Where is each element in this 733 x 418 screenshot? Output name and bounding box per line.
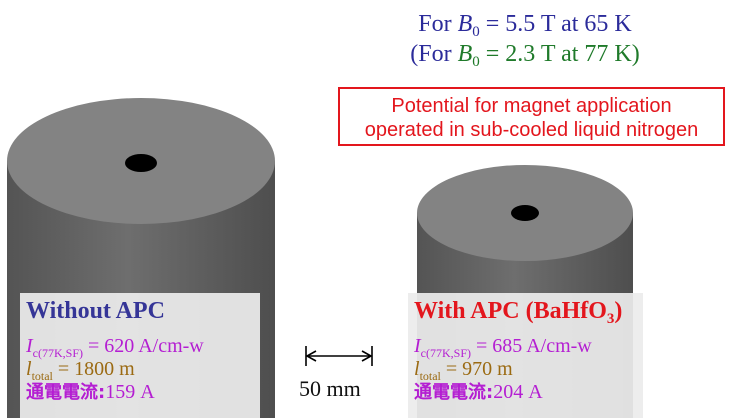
length-value: = 1800 m [52, 358, 135, 380]
without-apc-panel: Without APC Ic(77K,SF) = 620 A/cm-w ltot… [20, 293, 260, 418]
ic-symbol: I [414, 335, 421, 357]
condition-symbol: B [457, 11, 473, 37]
operating-current-line: 通電電流:204 A [414, 381, 543, 404]
length-subscript: total [419, 369, 441, 383]
critical-current-line: Ic(77K,SF) = 685 A/cm-w [414, 335, 592, 360]
operating-current-line: 通電電流:159 A [26, 381, 155, 404]
scale-bar-label: 50 mm [299, 376, 361, 401]
length-subscript: total [31, 369, 53, 383]
ic-value: = 620 A/cm-w [83, 335, 204, 357]
title-subscript: 3 [606, 311, 615, 327]
total-length-line: ltotal = 1800 m [26, 358, 135, 383]
current-value: 159 A [105, 381, 155, 403]
condition-value: = 5.5 T at 65 K [479, 11, 632, 37]
small-coil-bore [511, 205, 539, 221]
condition-prefix: For [418, 11, 458, 37]
length-value: = 970 m [440, 358, 513, 380]
panel-title: Without APC [26, 298, 165, 324]
condition-value: = 2.3 T at 77 K) [479, 41, 640, 67]
title-text: With APC (BaHfO [414, 298, 607, 324]
current-label: 通電電流: [26, 382, 106, 403]
title-suffix: ) [614, 298, 623, 324]
ic-value: = 685 A/cm-w [471, 335, 592, 357]
current-label: 通電電流: [414, 382, 494, 403]
condition-subscript: 0 [472, 54, 480, 70]
field-condition-secondary: (For B0 = 2.3 T at 77 K) [360, 40, 690, 70]
length-symbol: l [414, 358, 420, 380]
ic-subscript: c(77K,SF) [420, 346, 472, 360]
with-apc-panel: With APC (BaHfO3) Ic(77K,SF) = 685 A/cm-… [408, 293, 643, 418]
scale-bar [305, 346, 373, 366]
large-coil-bore [125, 154, 157, 172]
condition-symbol: B [457, 41, 473, 67]
critical-current-line: Ic(77K,SF) = 620 A/cm-w [26, 335, 204, 360]
callout-line-2: operated in sub-cooled liquid nitrogen [364, 119, 699, 141]
condition-subscript: 0 [472, 24, 480, 40]
current-value: 204 A [493, 381, 543, 403]
field-condition-primary: For B0 = 5.5 T at 65 K [360, 10, 690, 40]
ic-subscript: c(77K,SF) [32, 346, 84, 360]
application-callout-box: Potential for magnet application operate… [338, 87, 725, 146]
ic-symbol: I [26, 335, 33, 357]
length-symbol: l [26, 358, 32, 380]
condition-prefix: (For [410, 41, 458, 67]
callout-line-1: Potential for magnet application [391, 95, 672, 117]
panel-title: With APC (BaHfO3) [414, 297, 623, 327]
total-length-line: ltotal = 970 m [414, 358, 513, 383]
